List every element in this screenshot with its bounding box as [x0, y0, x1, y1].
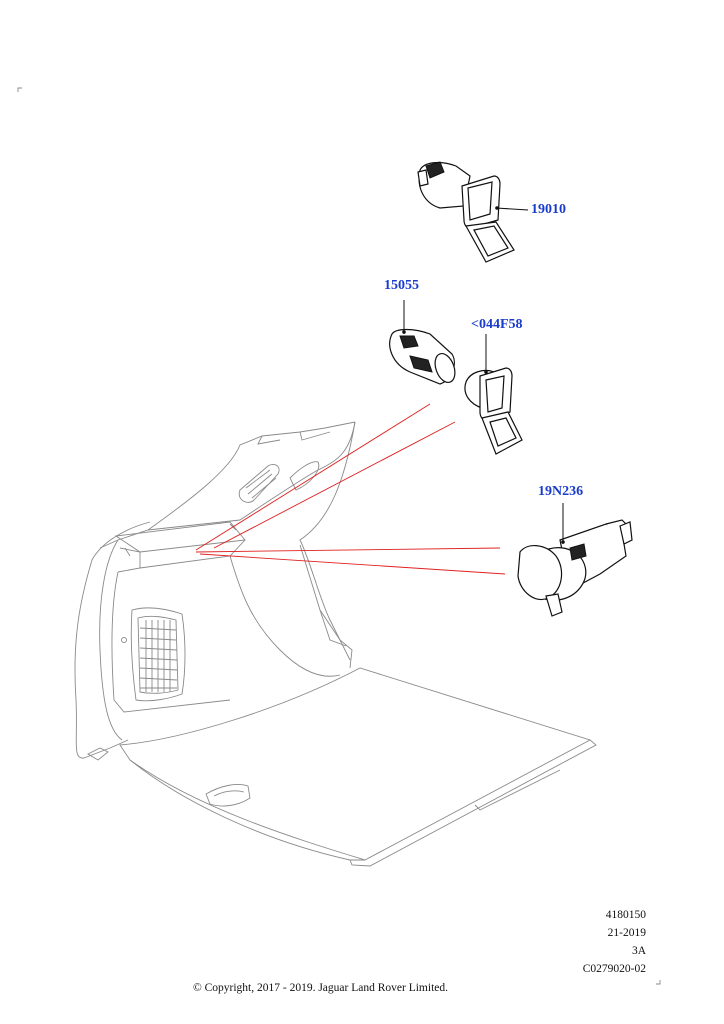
corner-mark-top-left	[17, 87, 22, 92]
corner-mark-bottom-right	[656, 980, 661, 985]
reference-date-code: 21-2019	[607, 927, 646, 939]
callout-19010[interactable]: 19010	[531, 202, 566, 217]
part-15055-illustration	[389, 300, 456, 385]
part-044f58-illustration	[464, 334, 523, 455]
callout-19n236[interactable]: 19N236	[538, 484, 584, 499]
callout-044f58[interactable]: <044F58	[471, 317, 523, 332]
locator-lines	[195, 403, 506, 575]
cargo-area-illustration	[74, 421, 597, 867]
reference-number: 4180150	[605, 909, 646, 921]
callout-15055[interactable]: 15055	[384, 278, 419, 293]
reference-revision: 3A	[631, 945, 646, 957]
copyright-notice: © Copyright, 2017 - 2019. Jaguar Land Ro…	[193, 982, 448, 994]
reference-illustration-code: C0279020-02	[582, 963, 646, 975]
part-19n236-illustration	[517, 503, 633, 617]
part-19010-illustration	[417, 161, 529, 263]
